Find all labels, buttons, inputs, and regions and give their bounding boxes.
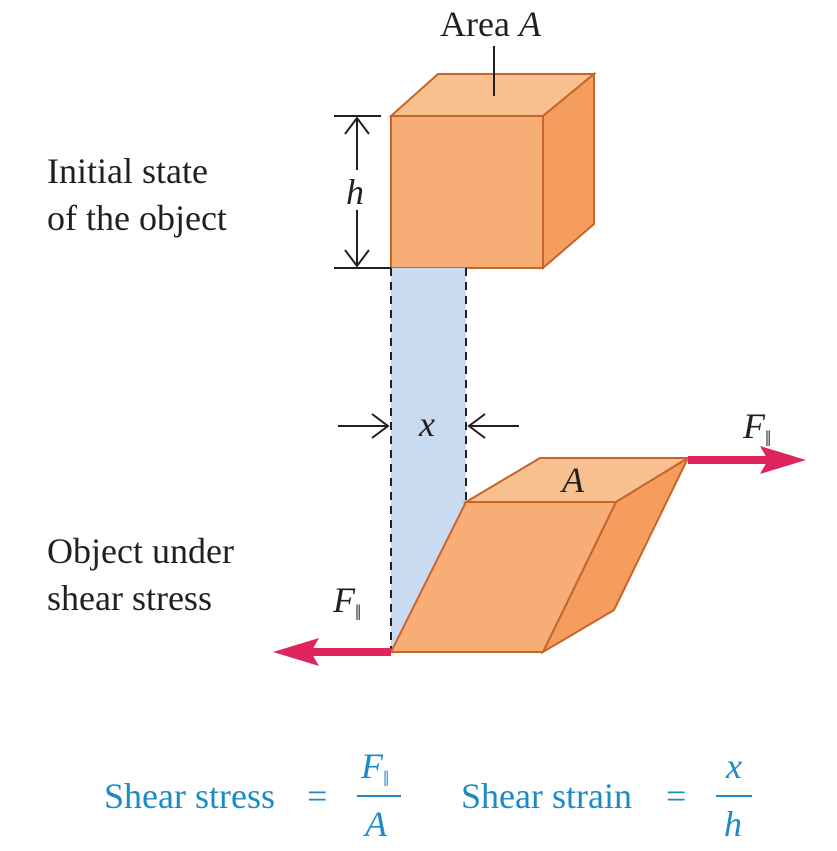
x-arrow-left-head	[371, 413, 390, 439]
force-label-left: F‖	[332, 580, 361, 625]
shear-stress-denominator: A	[363, 804, 388, 844]
area-label: Area A	[440, 4, 542, 44]
x-arrow-right-head	[467, 413, 486, 439]
x-label: x	[418, 404, 435, 444]
initial-state-line1: Initial state	[47, 151, 208, 191]
shear-stress-equals: =	[307, 776, 327, 816]
sheared-block-front-face	[389, 501, 618, 653]
shear-strain-denominator: h	[724, 804, 742, 844]
height-label: h	[346, 172, 364, 212]
top-face-area-label: A	[560, 460, 585, 500]
sheared-block	[389, 455, 692, 655]
height-arrow-up	[344, 116, 370, 135]
shear-stress-numerator: F‖	[360, 746, 389, 791]
force-arrow-left	[273, 638, 391, 666]
shear-strain-label: Shear strain	[461, 776, 632, 816]
x-dimension	[338, 413, 519, 439]
initial-state-line2: of the object	[47, 198, 227, 238]
shear-stress-formula: Shear stress = F‖ A	[104, 746, 401, 844]
object-under-stress-line1: Object under	[47, 531, 234, 571]
shear-strain-equals: =	[666, 776, 686, 816]
shear-stress-label: Shear stress	[104, 776, 275, 816]
height-dimension	[334, 115, 391, 269]
height-arrow-down	[344, 249, 370, 268]
shear-strain-formula: Shear strain = x h	[461, 746, 752, 844]
object-under-stress-line2: shear stress	[47, 578, 212, 618]
force-label-right: F‖	[742, 406, 771, 451]
force-arrow-right	[688, 446, 806, 474]
initial-cube-front-face	[390, 115, 544, 269]
dashed-guides	[390, 268, 467, 652]
initial-cube	[388, 71, 597, 271]
shear-strain-numerator: x	[725, 746, 742, 786]
shear-displacement-region	[391, 268, 466, 652]
